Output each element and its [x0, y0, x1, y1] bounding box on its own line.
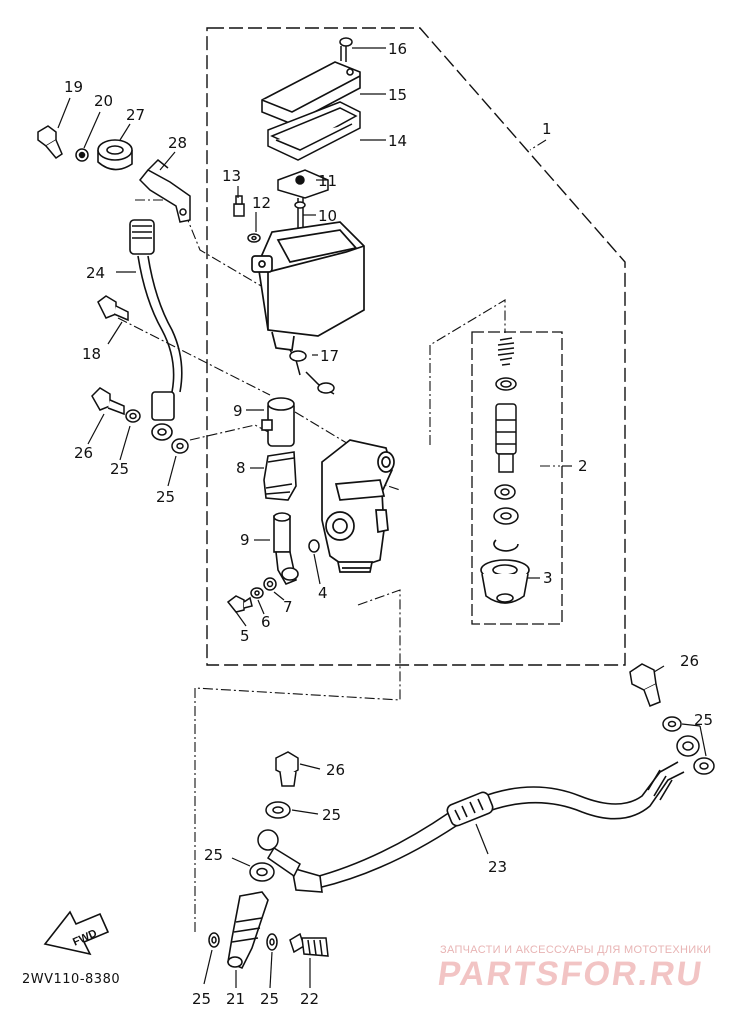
reservoir-body	[251, 221, 365, 351]
washer-20	[75, 148, 89, 162]
callout-20: 20	[94, 92, 113, 110]
bolt-22	[289, 932, 329, 957]
banjo-fitting-lower	[257, 829, 301, 878]
brake-hose-24	[129, 219, 183, 441]
reservoir-hose-17	[289, 349, 335, 395]
piston-2	[495, 403, 517, 473]
spring-2	[497, 337, 515, 366]
callout-6: 6	[261, 613, 271, 631]
seal-2b	[494, 484, 516, 500]
callout-9-upper: 9	[233, 402, 243, 420]
washer-25-lower-b	[249, 862, 275, 882]
o-ring-4	[308, 539, 320, 553]
reservoir-cap-15	[261, 61, 361, 125]
boot-8	[263, 451, 297, 501]
callout-7: 7	[283, 598, 293, 616]
callout-26-right: 26	[680, 652, 699, 670]
cup-seal-2a	[495, 377, 517, 391]
circlip-2d	[493, 539, 519, 552]
callout-26-lower: 26	[326, 761, 345, 779]
fitting-21	[227, 891, 269, 970]
fitting-9-upper	[261, 397, 295, 447]
washer-25-bottom-right	[266, 933, 278, 951]
callout-28: 28	[168, 134, 187, 152]
callout-10: 10	[318, 207, 337, 225]
assembly-2-dashed-box	[471, 331, 563, 625]
callout-21: 21	[226, 990, 245, 1008]
callout-15: 15	[388, 86, 407, 104]
washer-25-bottom-left	[208, 932, 220, 948]
bolt-19	[37, 125, 63, 159]
callout-22: 22	[300, 990, 319, 1008]
washer-6	[250, 587, 264, 599]
callout-25-lower-a: 25	[322, 806, 341, 824]
brake-hose-23	[290, 761, 685, 893]
callout-1: 1	[542, 120, 552, 138]
screw-16	[339, 37, 353, 62]
callout-25-upper-b: 25	[156, 488, 175, 506]
callout-23: 23	[488, 858, 507, 876]
assembly-1-dashed-outline	[206, 27, 626, 666]
diaphragm-14	[267, 101, 361, 161]
rubber-cap-27	[97, 139, 133, 171]
union-bolt-26-upper	[91, 387, 125, 416]
callout-25-right: 25	[694, 711, 713, 729]
callout-26-upper: 26	[74, 444, 93, 462]
washer-25-right-b	[693, 757, 715, 775]
callout-25-bottom-right: 25	[260, 990, 279, 1008]
callout-16: 16	[388, 40, 407, 58]
bolt-18	[97, 295, 129, 322]
screw-13	[233, 195, 245, 217]
washer-25-upper-b	[171, 438, 189, 454]
push-rod-9-lower	[273, 512, 299, 586]
watermark-subtitle: ЗАПЧАСТИ И АКСЕССУАРЫ ДЛЯ МОТОТЕХНИКИ	[440, 944, 712, 956]
callout-12: 12	[252, 194, 271, 212]
diagram-code: 2WV110-8380	[22, 972, 121, 987]
union-bolt-26-lower	[275, 751, 299, 787]
washer-12	[247, 233, 261, 243]
callout-25-bottom-left: 25	[192, 990, 211, 1008]
plate-11	[277, 169, 329, 199]
washer-2c	[493, 507, 519, 525]
callout-8: 8	[236, 459, 246, 477]
fwd-arrow-icon: FWD	[43, 910, 110, 956]
callout-9-lower: 9	[240, 531, 250, 549]
callout-3: 3	[543, 569, 553, 587]
callout-17: 17	[320, 347, 339, 365]
washer-25-right-a	[662, 716, 682, 732]
callout-25-upper-a: 25	[110, 460, 129, 478]
callout-18: 18	[82, 345, 101, 363]
watermark-brand: PARTSFOR.RU	[435, 955, 706, 993]
bolt-5	[226, 595, 253, 613]
callout-2: 2	[578, 457, 588, 475]
callout-4: 4	[318, 584, 328, 602]
callout-19: 19	[64, 78, 83, 96]
washer-25-lower-a	[265, 801, 291, 819]
washer-25-upper-a	[125, 409, 141, 423]
callout-labels: 1 2 3 4 5 6 7 8 9 9 10 11 12 13 14 15 16…	[64, 40, 713, 1008]
callout-25-lower-b: 25	[204, 846, 223, 864]
callout-5: 5	[240, 627, 250, 645]
master-cylinder-body	[321, 439, 395, 573]
banjo-fitting-right	[676, 735, 700, 757]
callout-13: 13	[222, 167, 241, 185]
callout-14: 14	[388, 132, 407, 150]
callout-leaders	[57, 47, 707, 989]
callout-11: 11	[318, 172, 337, 190]
callout-27: 27	[126, 106, 145, 124]
washer-7	[263, 577, 277, 591]
callout-24: 24	[86, 264, 105, 282]
bracket-28	[138, 158, 191, 223]
union-bolt-26-right	[629, 663, 661, 707]
dust-boot-3	[480, 559, 530, 604]
